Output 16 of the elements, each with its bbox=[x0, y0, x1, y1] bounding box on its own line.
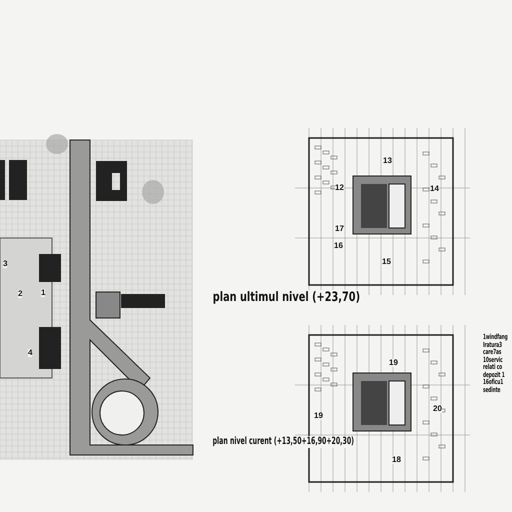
room-number: 12 bbox=[335, 184, 344, 192]
room-number: 19 bbox=[314, 412, 323, 420]
room-number: 15 bbox=[382, 258, 391, 266]
room-number: 1 bbox=[41, 289, 46, 297]
room-number: 13 bbox=[383, 157, 392, 165]
room-number: 14 bbox=[430, 185, 439, 193]
room-number: 18 bbox=[392, 456, 401, 464]
room-number: 17 bbox=[335, 225, 344, 233]
room-number: 2 bbox=[18, 290, 22, 298]
room-number: 3 bbox=[3, 260, 8, 268]
plan-title: plan nivel curent (+13,50+16,90+20,30) bbox=[212, 436, 355, 448]
room-number: 19 bbox=[389, 359, 398, 367]
room-number: 16 bbox=[334, 242, 343, 250]
plan-title: plan ultimul nivel (+23,70) bbox=[212, 290, 361, 305]
room-number: 4 bbox=[28, 349, 32, 357]
room-number: 20 bbox=[433, 405, 442, 413]
